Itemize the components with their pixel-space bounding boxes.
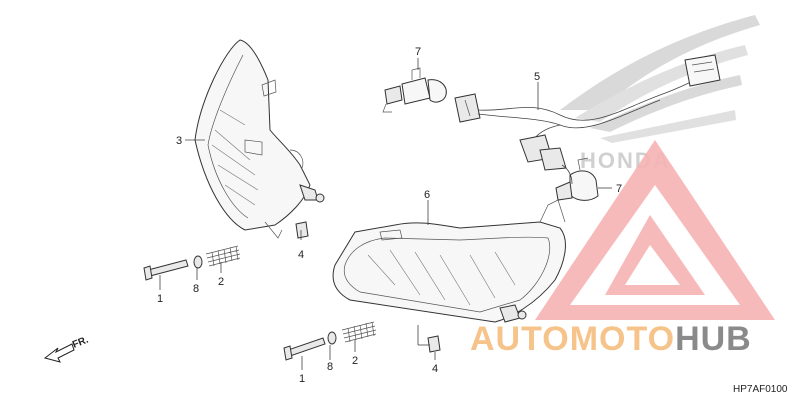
bulb-lower (555, 157, 599, 201)
callout-1-upper: 1 (157, 293, 163, 305)
watermark-text-part1: AUTOMOTO (470, 320, 675, 358)
callout-8-lower: 8 (327, 361, 333, 373)
callout-7-lower: 7 (616, 183, 622, 195)
fastener-set-lower (283, 321, 441, 361)
callout-3: 3 (176, 135, 182, 147)
watermark-triangle (535, 140, 775, 320)
headlight-lens-upper (194, 39, 325, 239)
front-direction-label: FR. (71, 334, 90, 350)
callout-5: 5 (534, 71, 540, 83)
fastener-set-upper (143, 221, 309, 281)
callout-2-upper: 2 (218, 276, 224, 288)
wire-harness (454, 54, 721, 185)
honda-wing-logo: HONDA (560, 15, 760, 173)
callout-8-upper: 8 (193, 283, 199, 295)
callout-4-upper: 4 (298, 249, 304, 261)
callout-7-upper: 7 (415, 46, 421, 58)
callout-4-lower: 4 (432, 363, 438, 375)
callout-2-lower: 2 (352, 355, 358, 367)
leader-lines (159, 58, 612, 370)
diagram-code: HP7AF0100 (733, 384, 788, 395)
callout-1-lower: 1 (299, 373, 305, 385)
watermark-text-part2: HUB (675, 320, 752, 358)
bulb-upper (382, 67, 447, 113)
callout-6: 6 (424, 189, 430, 201)
watermark-text: AUTOMOTOHUB (470, 320, 752, 358)
headlight-lens-lower (332, 199, 566, 323)
front-direction-arrow: FR. (43, 334, 90, 363)
